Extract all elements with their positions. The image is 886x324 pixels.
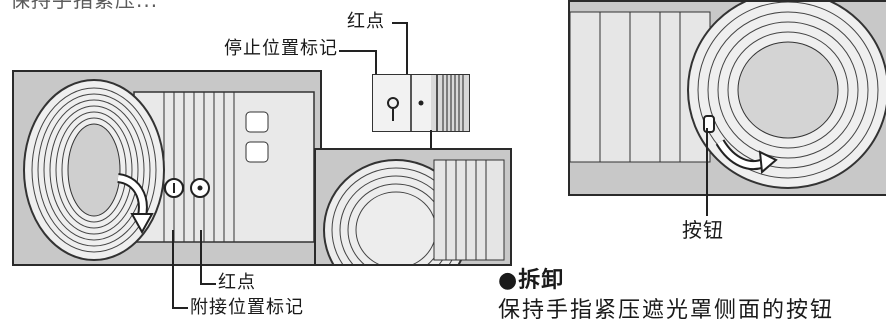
cropped-top-text: 保持手指紧压... [10,0,159,12]
remove-lens-panel [568,0,886,196]
section-body-text: 保持手指紧压遮光罩侧面的按钮 [498,298,835,323]
callout-stop-mark: 停止位置标记 [224,38,338,59]
attach-lens-panel [12,70,322,266]
heading-text: 拆卸 [518,268,565,293]
bullet: ● [498,268,519,293]
hood-side-panel [314,148,512,266]
callout-attach-mark: 附接位置标记 [190,297,304,318]
button-callout: 按钮 [682,218,724,242]
mark-inset [372,74,470,132]
callout-red-dot-bottom: 红点 [218,272,256,293]
callout-red-dot-top: 红点 [347,11,385,32]
section-heading: ●拆卸 [498,262,564,294]
